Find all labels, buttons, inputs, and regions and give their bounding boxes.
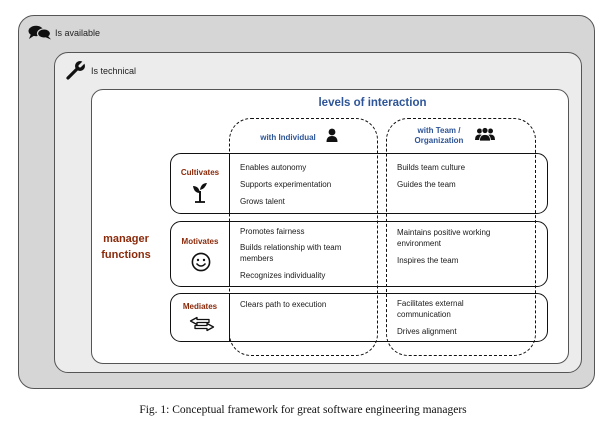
individual-item: Clears path to execution — [240, 300, 327, 309]
is-available-label: Is available — [55, 28, 101, 38]
wrench-icon — [66, 60, 86, 85]
cultivates-row — [170, 153, 548, 214]
individual-item: Recognizes individuality — [240, 271, 326, 280]
team-item: Inspires the team — [397, 256, 459, 265]
team-item: Guides the team — [397, 180, 456, 189]
individual-item: members — [240, 254, 274, 263]
individual-item: Enables autonomy — [240, 163, 307, 172]
motivates-row — [170, 221, 548, 287]
individual-item: Builds relationship with team — [240, 243, 342, 252]
figure-caption: Fig. 1: Conceptual framework for great s… — [139, 404, 467, 416]
individual-item: Grows talent — [240, 197, 285, 206]
team-header-line2: Organization — [414, 136, 464, 145]
team-item: Drives alignment — [397, 327, 457, 336]
individual-item: Supports experimentation — [240, 180, 332, 189]
individual-column-header: with Individual — [260, 133, 316, 142]
manager-functions-line2: functions — [101, 249, 151, 261]
team-item: environment — [397, 239, 442, 248]
team-item: Maintains positive working — [397, 228, 491, 237]
individual-item: Promotes fairness — [240, 227, 305, 236]
smiley-icon — [191, 252, 211, 277]
row-divider — [229, 293, 230, 342]
sprout-icon — [191, 181, 209, 208]
cultivates-label: Cultivates — [180, 168, 220, 177]
mediates-row — [170, 293, 548, 342]
manager-functions-line1: manager — [103, 233, 149, 245]
team-item: communication — [397, 310, 451, 319]
chat-bubbles-icon — [28, 25, 52, 45]
team-item: Builds team culture — [397, 163, 466, 172]
team-item: Facilitates external — [397, 299, 464, 308]
mediates-label: Mediates — [182, 302, 218, 311]
motivates-label: Motivates — [181, 237, 219, 246]
team-header-line1: with Team / — [417, 126, 461, 135]
group-icon — [475, 127, 495, 146]
team-column-header: with Team / Organization — [404, 126, 474, 146]
is-technical-label: Is technical — [91, 66, 137, 76]
person-icon — [326, 128, 338, 147]
manager-functions-label: manager functions — [94, 231, 158, 263]
levels-of-interaction-title: levels of interaction — [318, 97, 427, 109]
row-divider — [229, 221, 230, 287]
bidirectional-arrows-icon — [189, 316, 215, 337]
row-divider — [229, 153, 230, 214]
team-column-outline — [386, 118, 536, 356]
